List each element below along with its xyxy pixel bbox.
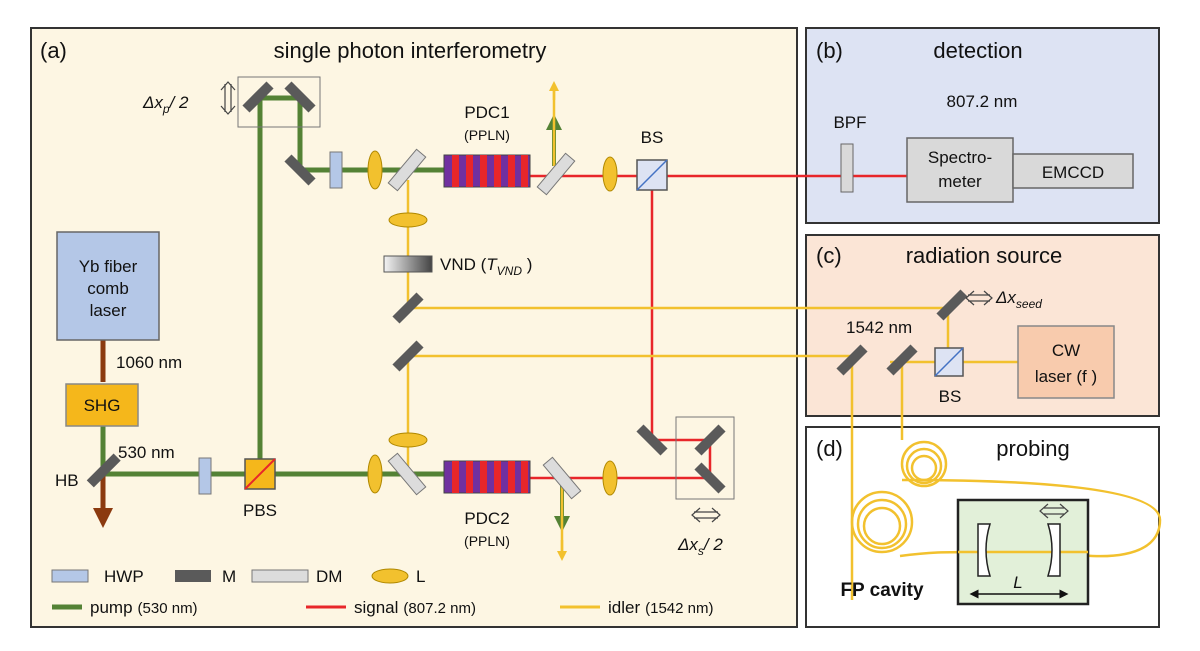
bpf-label: BPF (833, 113, 866, 132)
pbs-label: PBS (243, 501, 277, 520)
hb-mirror (86, 453, 121, 488)
lens-idler-top (388, 212, 428, 228)
fiber-path (850, 362, 1162, 600)
vnd-filter (383, 255, 433, 273)
fp-cavity-label: FP cavity (840, 580, 924, 601)
bs-c-label: BS (939, 387, 962, 406)
yb-laser-label-3: laser (90, 301, 127, 320)
lens-bottom-1 (367, 454, 383, 494)
bs-top-diagonal (636, 159, 668, 191)
bpf-filter (840, 143, 854, 193)
spectrometer-box (906, 137, 1014, 203)
legend-l-swatch (371, 568, 409, 584)
panel-a-title: single photon interferometry (274, 38, 547, 63)
pdc1-crystal (443, 154, 531, 188)
legend-signal-label: signal(807.2 nm) (354, 598, 476, 617)
dxseed-double-arrow-icon (965, 290, 993, 306)
pdc1-sublabel: (PPLN) (464, 127, 510, 143)
yb-laser-box (56, 231, 160, 341)
mirror-c-left (836, 344, 868, 376)
pbs-diagonal (244, 458, 276, 490)
cw-laser-label-2: laser (f ) (1035, 367, 1097, 386)
mirror-idler-lower (392, 340, 424, 372)
yb-laser-label-2: comb (87, 279, 129, 298)
fp-mirror-right (1046, 523, 1061, 577)
spectrometer-label-1: Spectro- (928, 148, 992, 167)
pdc2-label: PDC2 (464, 509, 509, 528)
mirror-pump-top (284, 154, 316, 186)
fp-mirror-left (977, 523, 992, 577)
hwp-top (329, 151, 343, 189)
mirror-dxs-bottom (694, 462, 726, 494)
panel-d-title: probing (996, 436, 1069, 461)
mirror-signal-corner (636, 424, 668, 456)
dxs-label: Δxs/ 2 (677, 535, 723, 558)
dxs-double-arrow-icon (691, 507, 721, 523)
hwp-bottom (198, 457, 212, 495)
fp-mirror-double-arrow-icon (1039, 503, 1069, 519)
mirror-idler-upper (392, 292, 424, 324)
dxp-stage (237, 76, 321, 128)
dxseed-label: Δxseed (995, 288, 1042, 311)
panel-d-tag: (d) (816, 436, 843, 461)
dm-top (387, 148, 427, 192)
panel-b-title: detection (933, 38, 1022, 63)
lens-top-2 (602, 156, 618, 192)
dxp-label: Δxp/ 2 (142, 93, 189, 116)
mirror-top-right (284, 81, 316, 113)
lens-top-1 (367, 150, 383, 190)
pdc2-sublabel: (PPLN) (464, 533, 510, 549)
yb-laser-label-1: Yb fiber (79, 257, 138, 276)
pdc2-crystal (443, 460, 531, 494)
wl-530-label: 530 nm (118, 443, 175, 462)
legend-hwp-label: HWP (104, 567, 144, 586)
panel-c-title: radiation source (906, 243, 1063, 268)
legend-dm-swatch (251, 569, 309, 583)
hb-label: HB (55, 471, 79, 490)
mirror-dxs-top (694, 424, 726, 456)
dm-after-pdc1 (536, 152, 576, 196)
panel-c-tag: (c) (816, 243, 842, 268)
lens-idler-bottom (388, 432, 428, 448)
dm-bottom (387, 452, 427, 496)
shg-label: SHG (84, 396, 121, 415)
mirror-seed (936, 289, 968, 321)
legend-m-swatch (175, 570, 211, 582)
vnd-label: VND (TVND ) (440, 255, 532, 278)
cw-laser-label-1: CW (1052, 341, 1080, 360)
panel-b-tag: (b) (816, 38, 843, 63)
cavity-length-label: L (1013, 573, 1022, 592)
legend-pump-label: pump(530 nm) (90, 598, 198, 617)
mirror-c-right (886, 344, 918, 376)
cw-laser-box (1017, 325, 1115, 399)
bs-top-label: BS (641, 128, 664, 147)
shg-box (65, 383, 139, 427)
pdc1-label: PDC1 (464, 103, 509, 122)
spectrometer-label-2: meter (938, 172, 982, 191)
legend-l-label: L (416, 567, 425, 586)
wl-1542-label: 1542 nm (846, 318, 912, 337)
bs-c-diagonal (934, 347, 964, 377)
wl-1060-label: 1060 nm (116, 353, 182, 372)
legend-idler-label: idler(1542 nm) (608, 598, 714, 617)
dxs-stage (675, 416, 735, 500)
lens-bottom-2 (602, 460, 618, 496)
legend-m-label: M (222, 567, 236, 586)
legend-hwp-swatch (51, 569, 89, 583)
dxp-double-arrow-icon (220, 81, 236, 115)
mirror-top-left (242, 81, 274, 113)
emccd-label: EMCCD (1042, 163, 1104, 182)
wl-807-label: 807.2 nm (947, 92, 1018, 111)
legend-dm-label: DM (316, 567, 342, 586)
panel-a-tag: (a) (40, 38, 67, 63)
emccd-box (1012, 153, 1134, 189)
dm-after-pdc2 (542, 456, 582, 500)
